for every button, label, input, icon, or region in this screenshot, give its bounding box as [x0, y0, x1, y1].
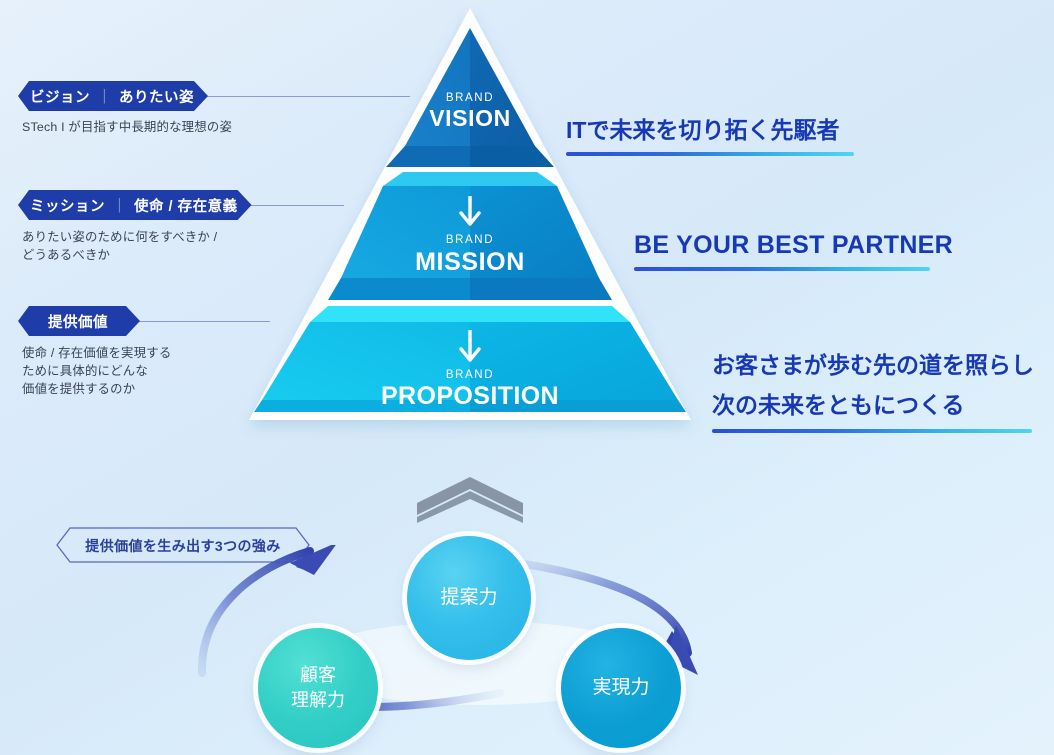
label-chip-mission[interactable]: ミッション ｜ 使命 / 存在意義	[18, 190, 252, 220]
chip-separator: ｜	[112, 198, 127, 215]
label-chip-vision[interactable]: ビジョン ｜ ありたい姿	[18, 81, 208, 111]
statement-vision: ITで未来を切り拓く先駆者	[566, 84, 854, 183]
strengths-badge-label: 提供価値を生み出す3つの強み	[85, 538, 280, 554]
chip-main-text: ビジョン	[30, 89, 90, 106]
tier-title-mission: MISSION	[415, 248, 525, 276]
tier-title-proposition: PROPOSITION	[381, 382, 559, 410]
strength-circle-realization[interactable]: 実現力	[561, 628, 681, 748]
tier-eyebrow-vision: BRAND	[446, 92, 494, 104]
pyramid-tier-vision[interactable]: BRAND VISION	[386, 28, 554, 167]
label-description-mission: ありたい姿のために何をすべきか / どうあるべきか	[22, 230, 218, 262]
tier-eyebrow-mission: BRAND	[446, 234, 494, 246]
pyramid-graphic: BRAND VISION BRAND MISSION	[249, 8, 691, 420]
leader-line-value	[118, 321, 270, 322]
arrow-down-icon-mission	[459, 196, 481, 226]
strength-circle-proposal[interactable]: 提案力	[407, 536, 531, 660]
strength-circle-customer-understanding[interactable]: 顧客 理解力	[258, 628, 378, 748]
statement-mission: BE YOUR BEST PARTNER	[634, 202, 953, 300]
statement-underline	[712, 429, 1032, 433]
label-chip-value[interactable]: 提供価値	[18, 306, 140, 336]
statement-vision-text: ITで未来を切り拓く先駆者	[566, 117, 840, 143]
statement-proposition: お客さまが歩む先の道を照らし 次の未来をともにつくる	[712, 305, 1034, 473]
leader-line-mission	[212, 205, 344, 206]
label-description-vision: STech I が目指す中長期的な理想の姿	[22, 120, 233, 134]
statement-proposition-text: お客さまが歩む先の道を照らし 次の未来をともにつくる	[712, 352, 1034, 418]
statement-mission-text: BE YOUR BEST PARTNER	[634, 231, 954, 259]
double-chevron-up-icon	[417, 477, 523, 523]
statement-underline	[634, 267, 930, 271]
chip-separator: ｜	[97, 89, 112, 106]
pyramid-tier-proposition[interactable]: BRAND PROPOSITION	[254, 306, 686, 412]
leader-line-vision	[184, 96, 410, 97]
pyramid-tier-mission[interactable]: BRAND MISSION	[328, 172, 612, 300]
chip-main-text: 提供価値	[48, 314, 108, 331]
statement-underline	[566, 152, 854, 156]
chip-main-text: ミッション	[30, 198, 105, 215]
tier-title-vision: VISION	[429, 105, 511, 131]
arrow-down-icon-proposition	[459, 330, 481, 362]
strength-circle-label: 顧客 理解力	[291, 665, 345, 710]
chip-sub-text: ありたい姿	[119, 89, 194, 106]
strength-circle-label: 実現力	[592, 677, 650, 698]
strength-circle-label: 提案力	[440, 587, 498, 608]
tier-eyebrow-proposition: BRAND	[446, 369, 494, 381]
chip-sub-text: 使命 / 存在意義	[134, 198, 238, 215]
label-description-value: 使命 / 存在価値を実現する ために具体的にどんな 価値を提供するのか	[22, 346, 172, 396]
